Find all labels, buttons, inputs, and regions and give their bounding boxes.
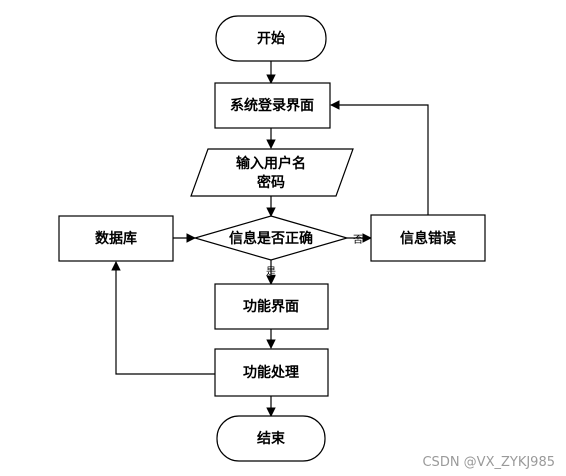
node-input: 输入用户名 密码 — [190, 148, 354, 197]
node-database-label: 数据库 — [95, 230, 137, 247]
node-start: 开始 — [215, 15, 327, 62]
node-login: 系统登录界面 — [214, 82, 331, 129]
node-end: 结束 — [216, 415, 326, 462]
node-function-ui-label: 功能界面 — [243, 298, 299, 315]
node-input-label-line1: 输入用户名 — [236, 155, 306, 172]
watermark: CSDN @VX_ZYKJ985 — [422, 455, 555, 470]
node-error-label: 信息错误 — [400, 230, 457, 247]
node-login-label: 系统登录界面 — [230, 97, 314, 114]
edge-label-yes: 是 — [266, 266, 276, 278]
edge-error-to-login — [330, 100, 429, 215]
node-input-label-line2: 密码 — [256, 174, 285, 191]
edge-process-to-database — [111, 261, 215, 375]
node-process-label: 功能处理 — [243, 364, 299, 381]
node-error: 信息错误 — [370, 214, 486, 262]
node-process: 功能处理 — [214, 348, 329, 397]
node-end-label: 结束 — [257, 430, 286, 447]
node-function-ui: 功能界面 — [214, 283, 329, 330]
node-database: 数据库 — [58, 215, 174, 262]
node-check-label: 信息是否正确 — [229, 230, 313, 247]
connectors — [111, 61, 429, 417]
edge-label-no: 否 — [353, 234, 363, 246]
node-check: 信息是否正确 — [192, 215, 350, 261]
node-start-label: 开始 — [257, 30, 285, 47]
